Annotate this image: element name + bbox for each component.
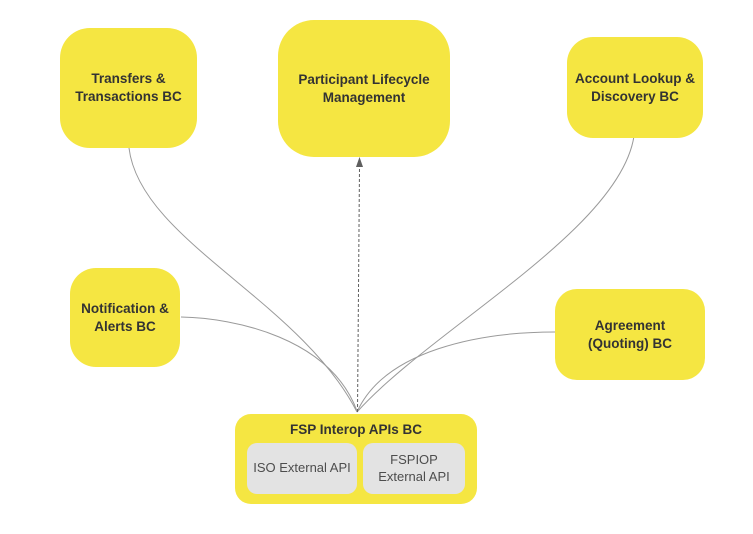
node-label: Participant Lifecycle Management (298, 71, 430, 105)
arrowhead-up-icon (356, 157, 363, 167)
node-fsp-interop-apis-bc[interactable]: FSP Interop APIs BC ISO External API FSP… (235, 414, 477, 504)
node-label: Transfers & Transactions BC (75, 71, 182, 104)
node-account-lookup-discovery-bc[interactable]: Account Lookup & Discovery BC (567, 37, 703, 138)
edge-fsp-to-notification (180, 316, 358, 412)
edge-fsp-to-account-lookup (356, 135, 635, 413)
node-transfers-transactions-bc[interactable]: Transfers & Transactions BC (60, 28, 197, 148)
node-participant-lifecycle-management[interactable]: Participant Lifecycle Management (278, 20, 450, 157)
node-label: Account Lookup & Discovery BC (575, 70, 695, 104)
subnode-iso-external-api[interactable]: ISO External API (247, 443, 357, 494)
node-notification-alerts-bc[interactable]: Notification & Alerts BC (70, 268, 180, 367)
fsp-container-title: FSP Interop APIs BC (289, 422, 423, 437)
fsp-children-row: ISO External API FSPIOP External API (247, 443, 465, 494)
node-agreement-quoting-bc[interactable]: Agreement (Quoting) BC (555, 289, 705, 380)
node-label: Agreement (Quoting) BC (588, 317, 672, 351)
subnode-label: FSPIOP External API (378, 452, 450, 484)
edge-fsp-to-participant (357, 166, 360, 413)
edge-fsp-to-agreement (356, 331, 556, 413)
subnode-label: ISO External API (253, 460, 351, 476)
node-label: Notification & Alerts BC (81, 300, 169, 334)
subnode-fspiop-external-api[interactable]: FSPIOP External API (363, 443, 465, 494)
edge-fsp-to-transfers (128, 147, 358, 413)
